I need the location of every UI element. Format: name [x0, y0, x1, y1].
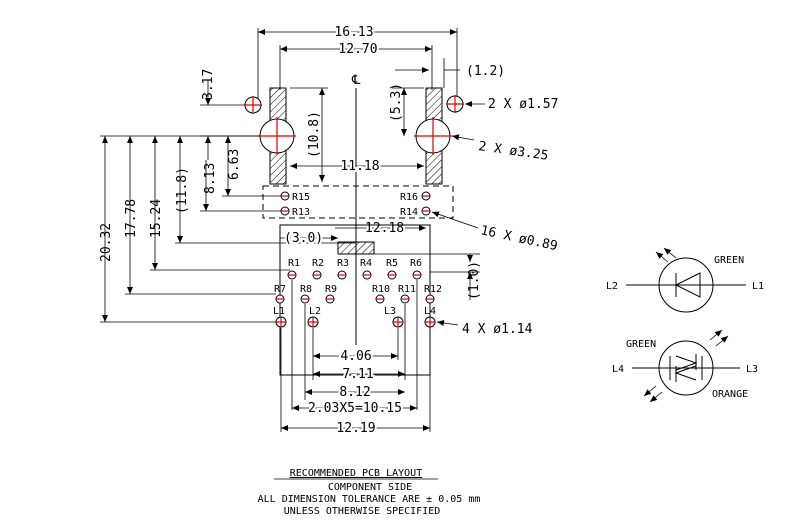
- pin-label: R13: [292, 207, 310, 218]
- led-color-bottom: ORANGE: [712, 389, 748, 400]
- pin-label: R9: [325, 284, 337, 295]
- dim-5-3: (5.3): [389, 83, 424, 136]
- led-terminal-right: L3: [746, 364, 758, 375]
- dim-label: 7.11: [342, 367, 373, 382]
- dim-3-0: (3.0): [280, 229, 338, 248]
- hole-325-right: [414, 117, 452, 155]
- pin-label: L2: [309, 306, 321, 317]
- pin-label: R4: [360, 258, 372, 269]
- dim-label: 12.18: [365, 221, 404, 236]
- pin-label: R7: [274, 284, 286, 295]
- pin-label: R8: [300, 284, 312, 295]
- callout-hole-089: 16 X ø0.89: [479, 223, 559, 254]
- dim-label: (1.2): [466, 64, 505, 79]
- dim-label: 17.78: [124, 199, 139, 238]
- led-color-top: GREEN: [626, 339, 656, 350]
- hole-157-left: [244, 96, 262, 114]
- dim-label: 8.13: [203, 163, 218, 194]
- dim-20-32: 20.32: [99, 135, 276, 323]
- pin-label: R16: [400, 192, 418, 203]
- dim-15-24: 15.24: [149, 136, 290, 271]
- dim-3-17: 3.17: [200, 69, 260, 160]
- led-terminal-left: L2: [606, 281, 618, 292]
- dim-label: 20.32: [99, 223, 114, 262]
- notes-side: COMPONENT SIDE: [328, 482, 412, 493]
- pad-row-r7-r12: R7 R8 R9 R10 R11 R12: [274, 284, 442, 304]
- dim-label: 11.18: [340, 159, 379, 174]
- pin-label: R3: [337, 258, 349, 269]
- dim-12-18: 12.18: [335, 219, 426, 238]
- dim-label: 12.70: [338, 42, 377, 57]
- pad-r14: R14: [400, 206, 431, 218]
- dim-16-13: 16.13: [257, 23, 458, 100]
- dim-8-12: 8.12: [305, 383, 405, 402]
- dim-8-13: 8.13: [200, 160, 281, 212]
- centerline: ℄: [351, 73, 361, 345]
- pin-label: R12: [424, 284, 442, 295]
- dim-label: (5.3): [389, 83, 404, 122]
- pin-label: L3: [384, 306, 396, 317]
- dim-10-8: (10.8): [290, 87, 328, 182]
- dim-label: (11.8): [175, 167, 190, 214]
- dim-17-78: 17.78: [124, 136, 276, 295]
- dim-label: 4.06: [340, 349, 371, 364]
- dim-7-11: 7.11: [313, 365, 405, 384]
- dim-label: (10.8): [307, 111, 322, 158]
- pin-label: R14: [400, 207, 418, 218]
- dim-1-0: (1.0): [430, 254, 482, 300]
- led-terminal-left: L4: [612, 364, 624, 375]
- pad-row-led: L1 L2 L3 L4: [273, 306, 436, 328]
- pad-row-r1-r6: R1 R2 R3 R4 R5 R6: [287, 258, 422, 280]
- dim-4-06: 4.06: [313, 347, 398, 366]
- pad-r13: R13: [280, 206, 310, 218]
- pin-label: R5: [386, 258, 398, 269]
- dim-12-19: 12.19: [281, 419, 430, 438]
- dim-label: (1.0): [467, 261, 482, 300]
- dim-1-2: (1.2): [395, 58, 505, 88]
- pin-label: R1: [288, 258, 300, 269]
- pin-label: R15: [292, 192, 310, 203]
- header-outline: [262, 185, 454, 219]
- led-symbol-bicolor: GREEN ORANGE L4 L3: [612, 329, 758, 403]
- dim-12-70: 12.70: [279, 40, 433, 90]
- pin-label: R2: [312, 258, 324, 269]
- led-color-label: GREEN: [714, 255, 744, 266]
- dim-11-18: 11.18: [290, 157, 424, 176]
- led-symbol-green: GREEN L2 L1: [606, 247, 764, 313]
- callout-hole-157: 2 X ø1.57: [488, 97, 558, 112]
- callout-hole-114: 4 X ø1.14: [462, 322, 533, 337]
- pad-r16: R16: [400, 191, 431, 203]
- dim-11-8: (11.8): [175, 136, 356, 244]
- callout-hole-325: 2 X ø3.25: [477, 139, 549, 164]
- dim-label: 6.63: [227, 149, 242, 180]
- dim-6-63: 6.63: [222, 136, 281, 197]
- dim-pitch: 2.03X5=10.15: [292, 399, 417, 418]
- centerline-mark: ℄: [351, 73, 361, 88]
- dim-label: 3.17: [201, 69, 216, 100]
- dim-label: 12.19: [336, 421, 375, 436]
- pin-label: L4: [424, 306, 436, 317]
- pin-label: L1: [273, 306, 285, 317]
- pin-label: R6: [410, 258, 422, 269]
- notes-unless: UNLESS OTHERWISE SPECIFIED: [284, 506, 441, 517]
- hole-157-right: [446, 95, 464, 113]
- hole-325-left: [258, 117, 296, 155]
- drawing-notes: RECOMMENDED PCB LAYOUT COMPONENT SIDE AL…: [258, 468, 481, 517]
- pad-r15: R15: [280, 191, 310, 203]
- dim-label: 15.24: [149, 199, 164, 238]
- notes-title: RECOMMENDED PCB LAYOUT: [290, 468, 422, 479]
- dim-label: 8.12: [339, 385, 370, 400]
- pin-label: R11: [398, 284, 416, 295]
- pin-label: R10: [372, 284, 390, 295]
- dim-label: 2.03X5=10.15: [308, 401, 402, 416]
- dim-label: (3.0): [284, 231, 323, 246]
- led-terminal-right: L1: [752, 281, 764, 292]
- dim-label: 16.13: [334, 25, 373, 40]
- notes-tolerance: ALL DIMENSION TOLERANCE ARE ± 0.05 mm: [258, 494, 481, 505]
